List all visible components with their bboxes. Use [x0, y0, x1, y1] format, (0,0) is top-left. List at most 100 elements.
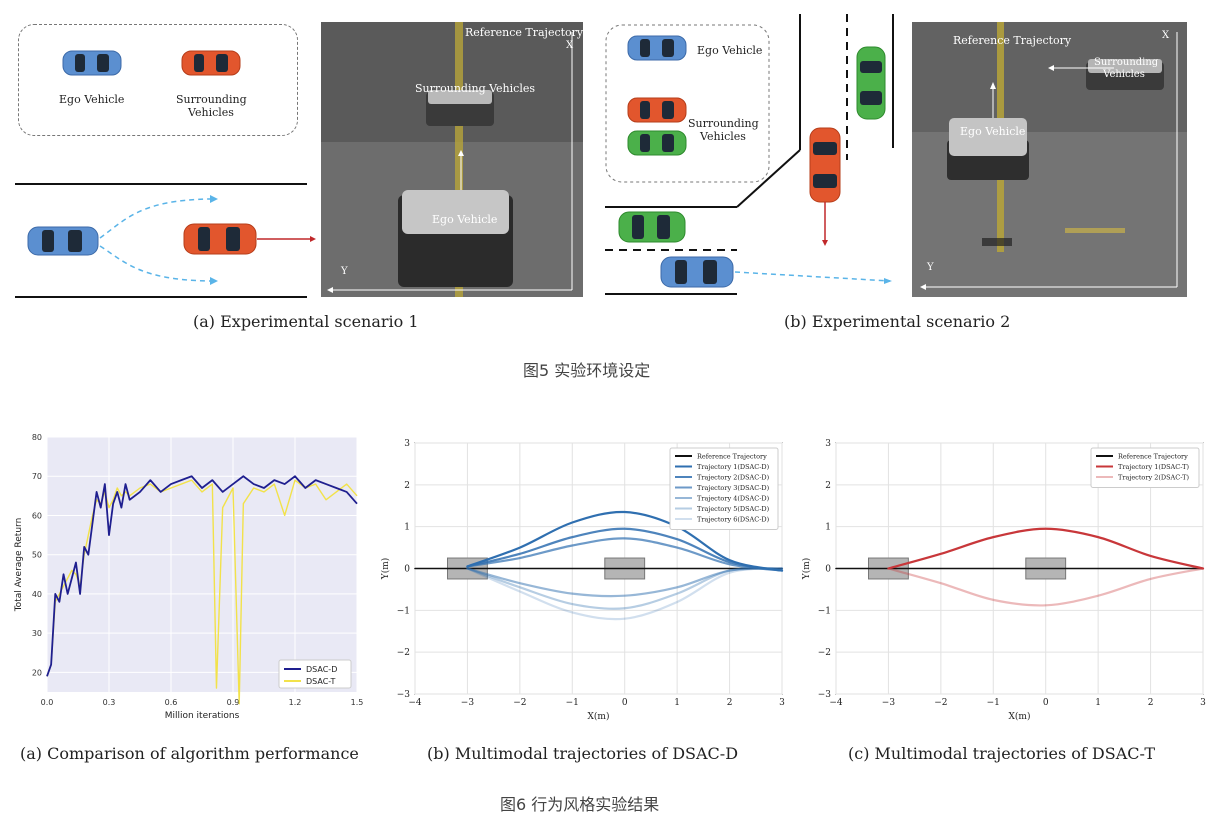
legend-surrounding-car-2a — [627, 97, 687, 123]
chart-a-xtick: 1.5 — [351, 698, 364, 707]
chart-c-ytick: −3 — [818, 690, 832, 700]
chart-a-series-line — [46, 475, 358, 677]
chart-b-ytick: 0 — [404, 565, 410, 575]
chart-c-xtick: −1 — [987, 698, 1000, 708]
chart-c-xtick: 1 — [1095, 698, 1101, 708]
chart-b-xtick: −1 — [566, 698, 579, 708]
chart-b-series-line — [466, 567, 784, 610]
scenario1-legend-box — [18, 24, 298, 136]
scenario2-green-car-left — [618, 211, 686, 243]
photo2-ego-label: Ego Vehicle — [960, 125, 1026, 138]
chart-c-series-line — [887, 527, 1205, 570]
photo1-surrounding-label: Surrounding Vehicles — [415, 82, 535, 95]
chart-b-series-line — [466, 527, 784, 572]
chart-b-ytick: 1 — [404, 523, 410, 533]
scenario1-surrounding-car — [183, 223, 257, 255]
photo2-axis-x: X — [1162, 30, 1170, 41]
chart-a-legend-label: DSAC-D — [306, 665, 337, 674]
photo2-surrounding-label: Surrounding Vehicles — [1094, 57, 1159, 80]
figure6-caption: 图6 行为风格实验结果 — [500, 795, 660, 814]
chart-b-legend-label: Trajectory 2(DSAC-D) — [697, 474, 770, 482]
chart-b-xtick: −4 — [408, 698, 422, 708]
chart-a-ytick: 20 — [32, 668, 42, 677]
chart-c-ytick: 0 — [825, 565, 831, 575]
chart-a-ytick: 50 — [32, 551, 42, 560]
chart-a-ytick: 30 — [32, 629, 42, 638]
legend-surrounding-car-2b — [627, 130, 687, 156]
scenario2-orange-car — [809, 127, 841, 203]
chart-b-legend-label: Reference Trajectory — [697, 453, 767, 461]
photo1-reference-label: Reference Trajectory — [465, 26, 584, 39]
chart-b-xtick: 0 — [622, 698, 628, 708]
chart-a-ylabel: Total Average Return — [14, 518, 24, 613]
chart-b-xtick: −2 — [513, 698, 526, 708]
chart-c-legend-label: Trajectory 1(DSAC-T) — [1118, 463, 1189, 471]
chart-a-xlabel: Million iterations — [165, 711, 240, 721]
chart-c-xtick: −4 — [829, 698, 843, 708]
chart-a-xtick: 0.3 — [103, 698, 116, 707]
chart-a-ytick: 40 — [32, 590, 42, 599]
chart-c-xtick: −3 — [882, 698, 896, 708]
chart-a-ytick: 60 — [32, 511, 42, 520]
scenario1-caption: (a) Experimental scenario 1 — [193, 312, 419, 331]
chart-a-xtick: 0.9 — [227, 698, 240, 707]
chart-b-legend-label: Trajectory 6(DSAC-D) — [697, 516, 770, 524]
scenario1-photo — [321, 22, 583, 297]
legend-surrounding-label-1: Surrounding Vehicles — [176, 93, 247, 119]
chart-b-xtick: 3 — [779, 698, 785, 708]
legend-surrounding-car-1 — [181, 50, 241, 76]
chart-b-legend — [669, 447, 779, 530]
chart-b-legend-label: Trajectory 3(DSAC-D) — [697, 484, 770, 492]
chart-b-ytick: −1 — [397, 606, 410, 616]
chart-c-ytick: 3 — [825, 439, 831, 449]
legend-ego-car-1 — [62, 50, 122, 76]
scenario2-green-car — [856, 46, 886, 120]
chart-a-legend-label: DSAC-T — [306, 677, 335, 686]
chart-b-xlabel: X(m) — [588, 711, 610, 722]
chart-c-xtick: 0 — [1043, 698, 1049, 708]
chart-c-ytick: −2 — [818, 648, 831, 658]
chart-b-xtick: −3 — [461, 698, 475, 708]
legend-ego-label-1: Ego Vehicle — [59, 93, 125, 106]
chart-c-ylabel: Y(m) — [801, 558, 812, 581]
chart-c-ytick: −1 — [818, 606, 831, 616]
chart-b-series-line — [466, 537, 784, 572]
chart-c-series-line — [887, 567, 1205, 607]
chart-a-ytick: 70 — [32, 472, 42, 481]
scenario2-photo — [912, 22, 1187, 297]
chart-b-caption: (b) Multimodal trajectories of DSAC-D — [427, 744, 739, 763]
chart-b-ytick: 3 — [404, 439, 410, 449]
chart-a-caption: (a) Comparison of algorithm performance — [20, 744, 359, 763]
chart-c-ytick: 2 — [825, 481, 831, 491]
chart-b-ytick: 2 — [404, 481, 410, 491]
legend-ego-car-2 — [627, 35, 687, 61]
chart-b-legend-label: Trajectory 4(DSAC-D) — [697, 495, 770, 503]
chart-a-xtick: 0.6 — [165, 698, 178, 707]
chart-b-series-line — [466, 510, 784, 572]
chart-c-xtick: −2 — [934, 698, 947, 708]
chart-c-legend-label: Reference Trajectory — [1118, 453, 1188, 461]
legend-ego-label-2: Ego Vehicle — [697, 44, 763, 57]
photo1-axis-x: X — [566, 40, 574, 51]
chart-b-legend-label: Trajectory 1(DSAC-D) — [697, 463, 770, 471]
chart-a-ytick: 80 — [32, 433, 42, 442]
chart-a-xtick: 1.2 — [289, 698, 302, 707]
legend-surrounding-label-2: Surrounding Vehicles — [688, 117, 759, 143]
chart-c-legend — [1090, 447, 1200, 488]
chart-c-xlabel: X(m) — [1009, 711, 1031, 722]
figure5-caption: 图5 实验环境设定 — [523, 361, 651, 380]
chart-c-legend-label: Trajectory 2(DSAC-T) — [1118, 474, 1189, 482]
chart-a-plot-area — [47, 437, 357, 692]
scenario2-ego-car — [660, 256, 734, 288]
photo1-ego-label: Ego Vehicle — [432, 213, 498, 226]
photo1-axis-y: Y — [341, 266, 348, 277]
chart-b-xtick: 1 — [674, 698, 680, 708]
chart-b-series-line — [466, 567, 784, 598]
chart-b-ytick: −3 — [397, 690, 411, 700]
scenario1-ego-car — [27, 226, 99, 256]
chart-c-caption: (c) Multimodal trajectories of DSAC-T — [848, 744, 1156, 763]
chart-b-legend-label: Trajectory 5(DSAC-D) — [697, 505, 770, 513]
chart-b-ytick: −2 — [397, 648, 410, 658]
